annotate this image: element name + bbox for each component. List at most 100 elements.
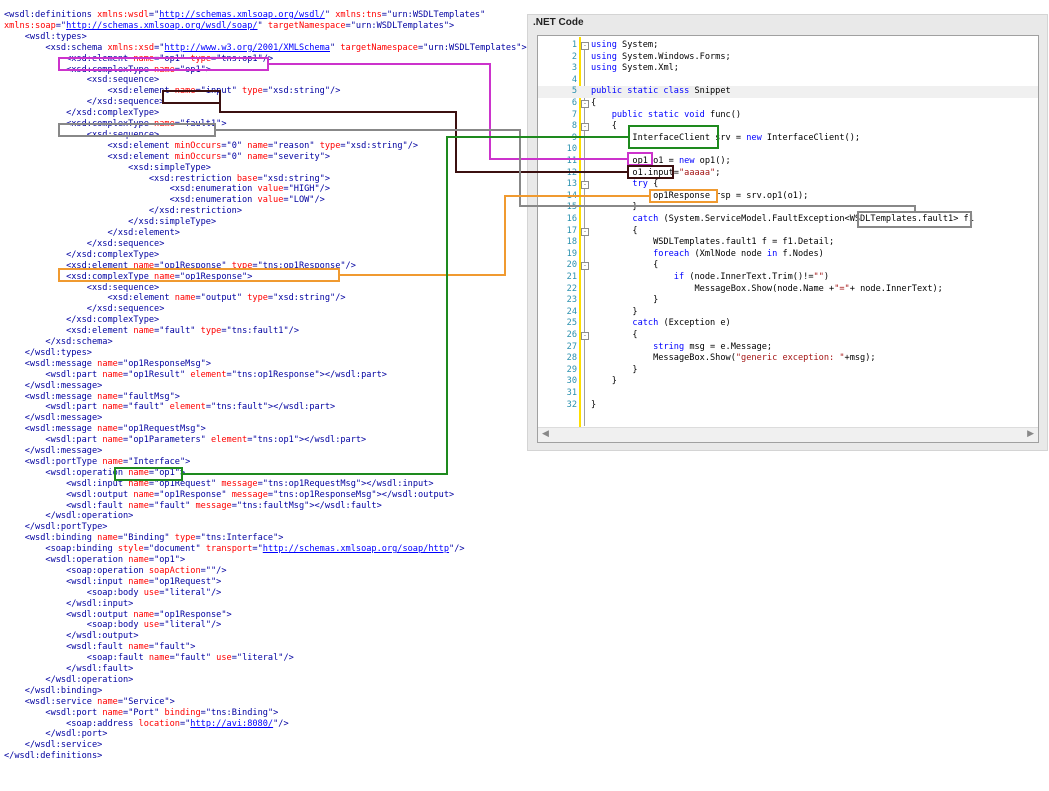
wsdl-token: =" [148,555,160,565]
wsdl-token: <wsdl:fault [4,642,129,653]
wsdl-token: <wsdl:operation [4,555,129,565]
wsdl-token: "/> [330,293,346,304]
wsdl-token: "> [200,358,211,369]
wsdl-line: <xsd:sequence> [4,75,159,86]
wsdl-token: =" [257,478,268,489]
line-number: 20 [566,260,577,271]
wsdl-token: message [195,500,232,511]
horizontal-scrollbar[interactable]: ◀ ▶ [538,427,1038,442]
wsdl-token: "> [179,456,191,467]
line-number: 8 [571,121,577,132]
scroll-left-icon[interactable]: ◀ [542,429,549,439]
code-token: f.Nodes) [777,248,824,259]
wsdl-token: " [236,151,248,162]
wsdl-line: </wsdl:port> [4,729,107,740]
wsdl-token: "> [174,555,186,565]
wsdl-line: <wsdl:input name="op1Request"> [4,577,221,588]
wsdl-line: <wsdl:types> [4,32,87,43]
wsdl-token: <xsd:element [4,326,134,337]
wsdl-token: <soap:operation [4,565,149,576]
wsdl-token: <wsdl:part [4,435,103,446]
wsdl-line: <xsd:element name="output" type="xsd:str… [4,293,346,304]
wsdl-line: <wsdl:operation name="op1"> [4,468,185,479]
wsdl-token: xmlns:xsd [107,42,155,53]
fold-toggle-icon[interactable]: - [581,332,589,340]
fold-toggle-icon[interactable]: - [581,181,589,190]
line-number: 31 [566,388,577,398]
wsdl-line: <wsdl:binding name="Binding" type="tns:I… [4,533,284,544]
wsdl-token: element [211,435,248,446]
wsdl-token: literal [242,653,279,664]
wsdl-line: </xsd:complexType> [4,108,159,119]
code-token: o1.input= [591,167,679,178]
wsdl-line: <wsdl:service name="Service"> [4,697,175,708]
code-line: 7 public static void func() [538,110,1038,122]
code-text: { [591,226,637,238]
code-token: } [591,295,659,306]
code-line: 20- { [538,260,1038,272]
fold-toggle-icon[interactable]: - [581,123,589,132]
wsdl-token: </wsdl:types> [4,347,92,358]
wsdl-token: xsd:string [273,86,325,97]
code-line: 21 if (node.InnerText.Trim()!="") [538,272,1038,284]
wsdl-token: tns:op1Response [236,369,315,380]
code-token: { [591,260,659,271]
wsdl-token: <xsd:schema [4,42,108,53]
wsdl-token: transport [205,544,253,555]
wsdl-token: soapAction [148,565,201,576]
wsdl-line: <xsd:simpleType> [4,163,211,174]
code-line: 29 } [538,365,1038,377]
code-token: InterfaceClient(); [761,132,861,143]
code-line: 10 [538,144,1038,156]
wsdl-line: <wsdl:operation name="op1"> [4,555,185,566]
fold-toggle-icon[interactable]: - [581,227,589,236]
code-text: catch (Exception e) [591,318,730,330]
wsdl-line: </wsdl:message> [4,381,103,392]
wsdl-token: tns:Binding [211,707,268,718]
wsdl-token: http://schemas.xmlsoap.org/soap/http [262,544,450,555]
scroll-right-icon[interactable]: ▶ [1027,429,1034,439]
wsdl-token: base [236,173,258,184]
fold-toggle-icon[interactable]: - [581,100,589,108]
wsdl-token: xmlns:soap [4,20,56,31]
wsdl-token: <wsdl:binding [4,533,98,544]
line-number: 3 [571,63,577,74]
wsdl-token: =" [252,260,263,271]
wsdl-token: op1Response [164,489,222,500]
wsdl-token: =" [221,151,232,162]
wsdl-token: =" [340,140,351,151]
code-line: 30 } [538,376,1038,388]
wsdl-line: <xsd:complexType name="op1Response"> [4,272,252,283]
wsdl-token: output [205,293,237,304]
fold-toggle-icon[interactable]: - [581,42,589,50]
code-line: 8- { [538,121,1038,133]
wsdl-line: <wsdl:definitions xmlns:wsdl="http://sch… [4,10,485,21]
wsdl-token: =" [159,587,170,598]
wsdl-token: op1 [185,64,201,75]
wsdl-token: name [128,576,149,587]
wsdl-token: op1RequestMsg [128,424,196,435]
line-number: 26 [566,330,577,340]
wsdl-token: =" [267,151,279,162]
wsdl-token: "> [516,42,527,53]
code-token: if [673,272,685,282]
code-token: "aaaaa" [678,167,716,178]
wsdl-line: </wsdl:portType> [4,522,108,533]
code-token: System.Xml; [616,63,679,74]
line-number: 24 [566,306,577,317]
wsdl-token: <xsd:complexType [4,64,155,75]
wsdl-token: name [174,86,196,97]
wsdl-token: <wsdl:port [4,707,103,718]
wsdl-token: style [117,544,144,555]
wsdl-token: =" [174,271,186,282]
wsdl-token: <soap:body [4,587,144,598]
code-text: using System; [591,40,658,52]
wsdl-token: tns:op1RequestMsg [267,478,356,489]
wsdl-line: <wsdl:portType name="Interface"> [4,456,191,468]
wsdl-token: op1Response [164,609,222,620]
wsdl-token: =" [262,86,274,97]
fold-toggle-icon[interactable]: - [581,262,589,271]
wsdl-line: </xsd:complexType> [4,315,159,326]
